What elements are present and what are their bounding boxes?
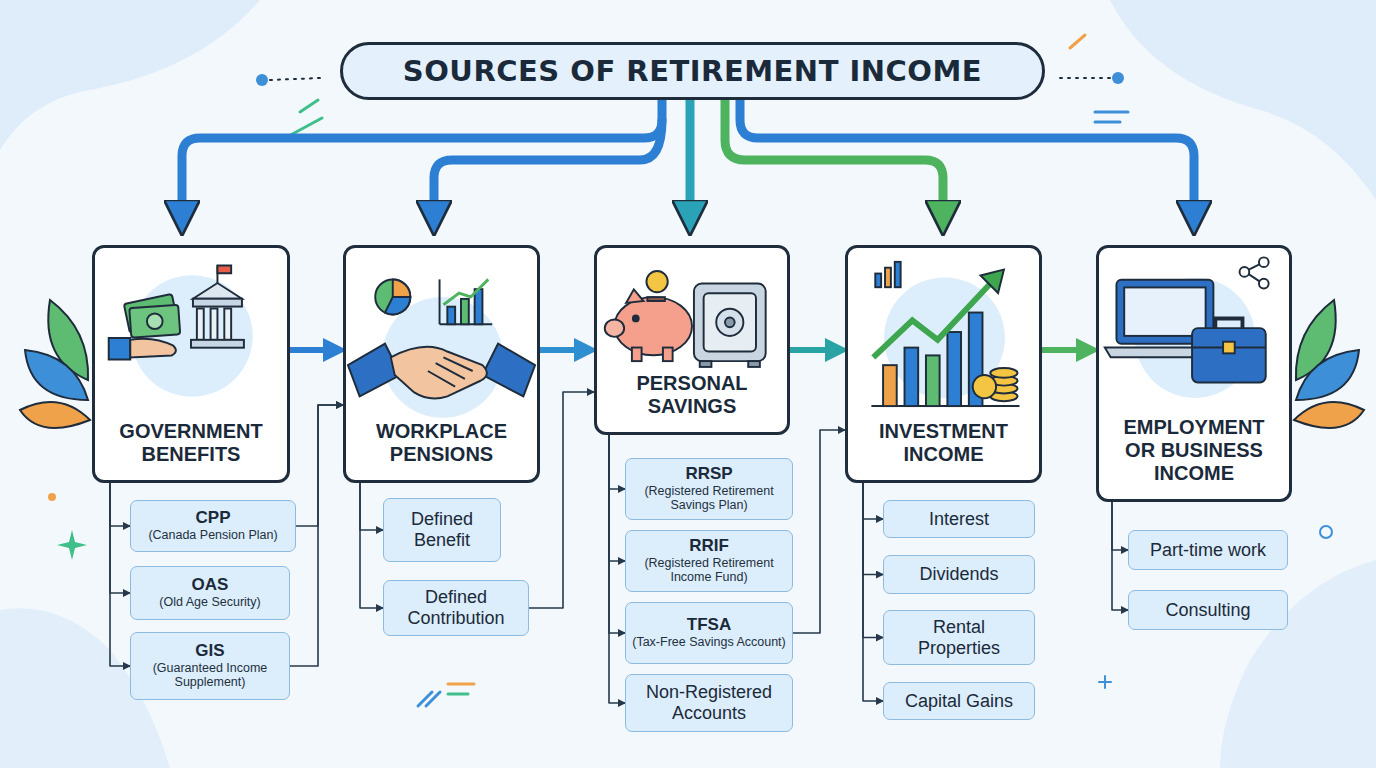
- item-box: Capital Gains: [883, 682, 1035, 720]
- category-icon: [848, 248, 1039, 418]
- flow-arrow: [790, 347, 843, 353]
- item-label: Capital Gains: [905, 691, 1013, 712]
- item-box: TFSA(Tax-Free Savings Account): [625, 602, 793, 664]
- item-heading: OAS: [192, 576, 229, 595]
- branch-connector: [110, 483, 130, 666]
- item-heading: CPP: [196, 509, 231, 528]
- item-description: (Guaranteed Income Supplement): [137, 661, 283, 690]
- item-box: RRSP(Registered Retirement Savings Plan): [625, 458, 793, 520]
- item-box: Interest: [883, 500, 1035, 538]
- item-box: GIS(Guaranteed Income Supplement): [130, 632, 290, 700]
- item-box: RRIF(Registered Retirement Income Fund): [625, 530, 793, 592]
- item-label: Defined Contribution: [390, 587, 522, 628]
- category-label: INVESTMENT INCOME: [848, 420, 1039, 466]
- category-box: EMPLOYMENT OR BUSINESS INCOME: [1096, 245, 1292, 502]
- item-description: (Old Age Security): [159, 595, 260, 609]
- item-heading: RRIF: [689, 537, 729, 556]
- item-label: Consulting: [1165, 600, 1250, 621]
- category-box: WORKPLACE PENSIONS: [343, 245, 540, 483]
- category-icon: [95, 248, 287, 418]
- item-box: Defined Contribution: [383, 580, 529, 636]
- category-label: GOVERNMENT BENEFITS: [95, 420, 287, 466]
- item-box: Non-Registered Accounts: [625, 674, 793, 732]
- category-icon: [1099, 248, 1289, 418]
- branch-connector: [863, 483, 883, 575]
- branch-connector: [1112, 502, 1128, 610]
- item-label: Part-time work: [1150, 540, 1266, 561]
- item-box: CPP(Canada Pension Plan): [130, 500, 296, 552]
- item-description: (Registered Retirement Savings Plan): [632, 484, 786, 513]
- branch-connector: [296, 405, 343, 526]
- title-text: SOURCES OF RETIREMENT INCOME: [403, 54, 982, 88]
- branch-connector: [863, 483, 883, 701]
- item-label: Defined Benefit: [390, 509, 494, 550]
- item-box: Consulting: [1128, 590, 1288, 630]
- item-description: (Tax-Free Savings Account): [632, 635, 786, 649]
- item-label: Rental Properties: [890, 617, 1028, 658]
- category-label: WORKPLACE PENSIONS: [346, 420, 537, 466]
- branch-connector: [793, 430, 845, 633]
- branch-connector: [360, 483, 383, 608]
- flow-arrow: [540, 347, 592, 353]
- branch-connector: [360, 483, 383, 530]
- branch-connector: [609, 435, 625, 489]
- item-box: Defined Benefit: [383, 498, 501, 562]
- category-box: INVESTMENT INCOME: [845, 245, 1042, 483]
- item-box: Part-time work: [1128, 530, 1288, 570]
- item-label: Dividends: [919, 564, 998, 585]
- title-pill: SOURCES OF RETIREMENT INCOME: [340, 42, 1045, 100]
- item-heading: RRSP: [685, 465, 732, 484]
- branch-connector: [609, 435, 625, 633]
- category-icon: [346, 248, 537, 418]
- item-heading: GIS: [195, 642, 224, 661]
- item-box: OAS(Old Age Security): [130, 566, 290, 620]
- branch-connector: [110, 483, 130, 526]
- category-label: EMPLOYMENT OR BUSINESS INCOME: [1099, 416, 1289, 485]
- branch-connector: [609, 435, 625, 561]
- branch-connector: [1112, 502, 1128, 550]
- branch-connector: [609, 435, 625, 703]
- category-label: PERSONAL SAVINGS: [597, 372, 787, 418]
- item-heading: TFSA: [687, 616, 731, 635]
- branch-connector: [863, 483, 883, 519]
- item-description: (Canada Pension Plan): [148, 528, 277, 542]
- flow-arrow: [1042, 347, 1094, 353]
- branch-connector: [863, 483, 883, 638]
- branch-connector: [110, 483, 130, 593]
- item-description: (Registered Retirement Income Fund): [632, 556, 786, 585]
- item-box: Dividends: [883, 555, 1035, 594]
- item-box: Rental Properties: [883, 610, 1035, 665]
- branch-connector: [290, 405, 343, 666]
- category-box: PERSONAL SAVINGS: [594, 245, 790, 435]
- category-box: GOVERNMENT BENEFITS: [92, 245, 290, 483]
- flow-arrow: [290, 347, 341, 353]
- item-label: Interest: [929, 509, 989, 530]
- item-label: Non-Registered Accounts: [632, 682, 786, 723]
